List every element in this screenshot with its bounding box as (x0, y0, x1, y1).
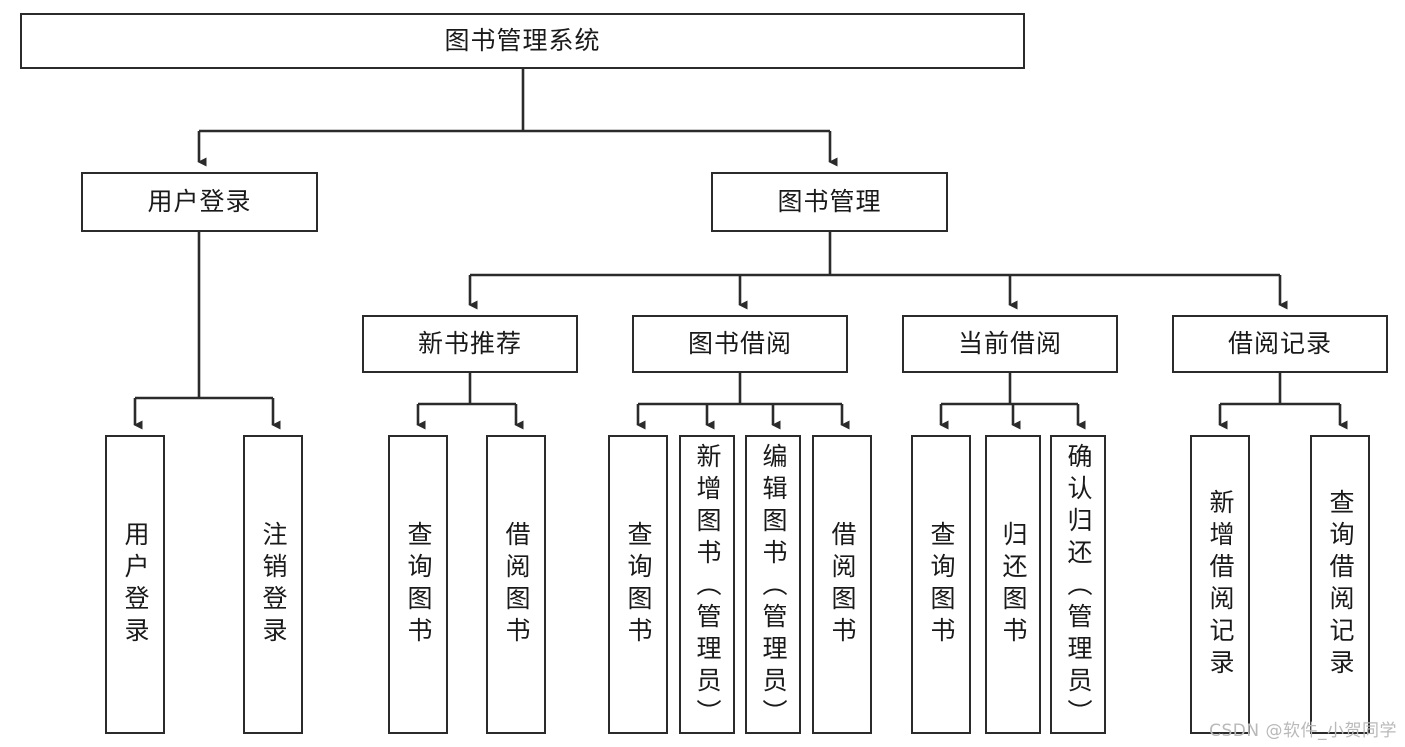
node-current-borrow[interactable]: 当前借阅 (902, 315, 1118, 373)
node-new-book-recommend-label: 新书推荐 (417, 329, 522, 359)
node-borrow-record-label: 借阅记录 (1227, 329, 1332, 359)
node-leaf-query-book-2[interactable]: 查询图书 (608, 435, 668, 734)
node-leaf-query-book-2-label: 查询图书 (624, 520, 653, 649)
node-book-borrow-label: 图书借阅 (687, 329, 792, 359)
node-borrow-record[interactable]: 借阅记录 (1172, 315, 1388, 373)
node-leaf-borrow-book-2[interactable]: 借阅图书 (812, 435, 872, 734)
node-leaf-return-book[interactable]: 归还图书 (985, 435, 1041, 734)
node-user-login-label: 用户登录 (147, 187, 252, 217)
node-current-borrow-label: 当前借阅 (957, 329, 1062, 359)
node-leaf-logout-login-label: 注销登录 (259, 520, 288, 649)
node-leaf-add-book[interactable]: 新增图书（管理员） (679, 435, 735, 734)
node-leaf-query-book-3[interactable]: 查询图书 (911, 435, 971, 734)
node-leaf-query-book-1-label: 查询图书 (404, 520, 433, 649)
node-leaf-query-borrow-record-label: 查询借阅记录 (1326, 488, 1355, 681)
node-leaf-add-book-label: 新增图书（管理员） (693, 443, 722, 731)
node-root[interactable]: 图书管理系统 (20, 13, 1025, 69)
node-leaf-borrow-book-1[interactable]: 借阅图书 (486, 435, 546, 734)
node-leaf-confirm-return[interactable]: 确认归还（管理员） (1050, 435, 1106, 734)
node-leaf-return-book-label: 归还图书 (999, 520, 1028, 649)
node-new-book-recommend[interactable]: 新书推荐 (362, 315, 578, 373)
node-leaf-borrow-book-2-label: 借阅图书 (828, 520, 857, 649)
node-leaf-user-login-label: 用户登录 (121, 520, 150, 649)
node-leaf-logout-login[interactable]: 注销登录 (243, 435, 303, 734)
node-leaf-borrow-book-1-label: 借阅图书 (502, 520, 531, 649)
node-leaf-user-login[interactable]: 用户登录 (105, 435, 165, 734)
node-user-login[interactable]: 用户登录 (81, 172, 318, 232)
node-leaf-confirm-return-label: 确认归还（管理员） (1064, 443, 1093, 731)
node-book-manage-label: 图书管理 (777, 187, 882, 217)
node-leaf-query-borrow-record[interactable]: 查询借阅记录 (1310, 435, 1370, 734)
node-leaf-edit-book-label: 编辑图书（管理员） (759, 443, 788, 731)
node-book-manage[interactable]: 图书管理 (711, 172, 948, 232)
node-root-label: 图书管理系统 (444, 26, 601, 56)
node-leaf-query-book-1[interactable]: 查询图书 (388, 435, 448, 734)
node-leaf-edit-book[interactable]: 编辑图书（管理员） (745, 435, 801, 734)
csdn-watermark: CSDN @软件_小贺同学 (1209, 721, 1397, 741)
node-book-borrow[interactable]: 图书借阅 (632, 315, 848, 373)
node-leaf-add-borrow-record-label: 新增借阅记录 (1206, 488, 1235, 681)
node-leaf-query-book-3-label: 查询图书 (927, 520, 956, 649)
node-leaf-add-borrow-record[interactable]: 新增借阅记录 (1190, 435, 1250, 734)
